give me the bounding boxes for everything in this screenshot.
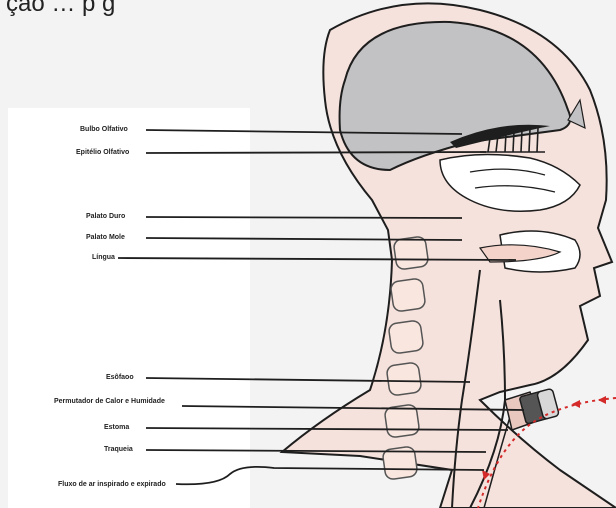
label-olfactory-bulb: Bulbo Olfativo — [80, 125, 128, 134]
label-heat-moisture-exchanger: Permutador de Calor e Humidade — [54, 397, 165, 406]
label-olfactory-epithelium: Epitélio Olfativo — [76, 148, 129, 157]
label-trachea: Traqueia — [104, 445, 133, 454]
label-tongue: Língua — [92, 253, 115, 262]
label-stoma: Estoma — [104, 423, 129, 432]
label-esophagus: Esôfaoo — [106, 373, 134, 382]
label-hard-palate: Palato Duro — [86, 212, 125, 221]
label-soft-palate: Palato Mole — [86, 233, 125, 242]
label-airflow: Fluxo de ar inspirado e expirado — [58, 480, 166, 489]
